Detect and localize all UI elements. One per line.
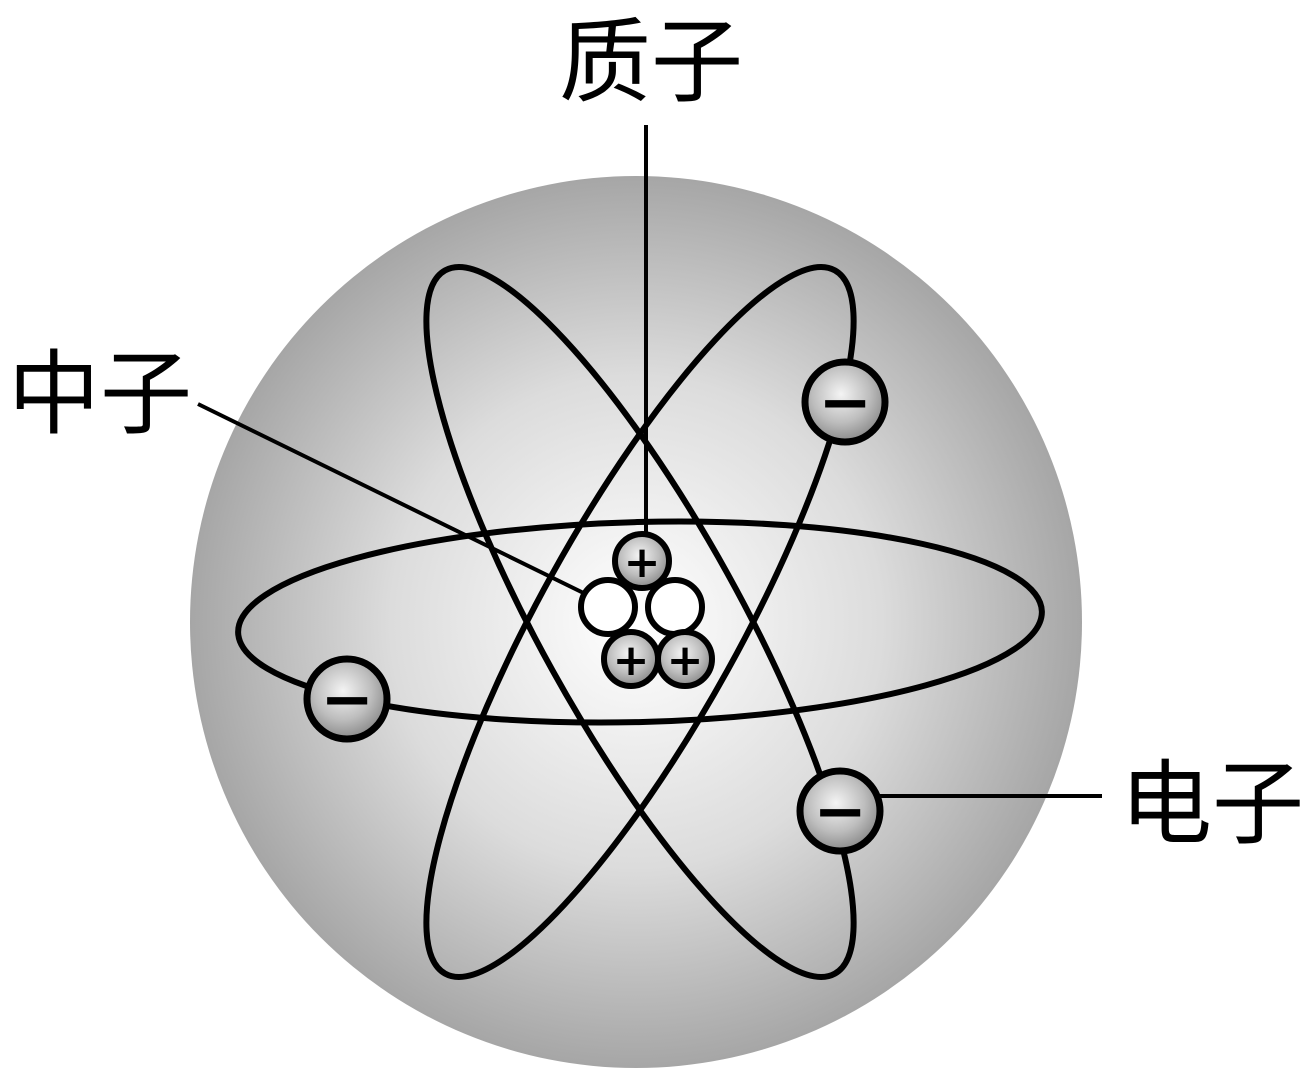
electron-label: 电子 xyxy=(1120,751,1304,858)
electron-left xyxy=(303,655,391,743)
orbit-horizontal xyxy=(235,518,1045,726)
electron-left-sign: − xyxy=(320,663,374,737)
atom-sphere xyxy=(190,176,1082,1068)
proton-label: 质子 xyxy=(559,9,743,116)
leader-lines xyxy=(197,125,1102,798)
orbits xyxy=(235,264,1045,980)
neutron-2 xyxy=(645,577,705,637)
proton-signs: + + + xyxy=(613,537,704,686)
proton-3-sign: + xyxy=(667,635,704,686)
proton-1 xyxy=(612,531,672,591)
proton-2-sign: + xyxy=(613,635,650,686)
electron-bottom-right-sign: − xyxy=(813,775,867,849)
electron-bottom-right xyxy=(796,767,884,855)
neutron-leader-line xyxy=(197,402,607,606)
neutron-label: 中子 xyxy=(8,341,192,448)
electrons xyxy=(303,358,889,855)
electron-top-right-sign: − xyxy=(818,366,872,440)
proton-3 xyxy=(655,629,715,689)
orbit-tilted-left xyxy=(423,264,857,980)
nucleus xyxy=(578,531,715,689)
neutron-1 xyxy=(578,577,638,637)
electron-top-right xyxy=(801,358,889,446)
proton-1-sign: + xyxy=(624,537,661,588)
electron-signs: − − − xyxy=(320,366,872,849)
orbit-tilted-right xyxy=(423,264,857,980)
